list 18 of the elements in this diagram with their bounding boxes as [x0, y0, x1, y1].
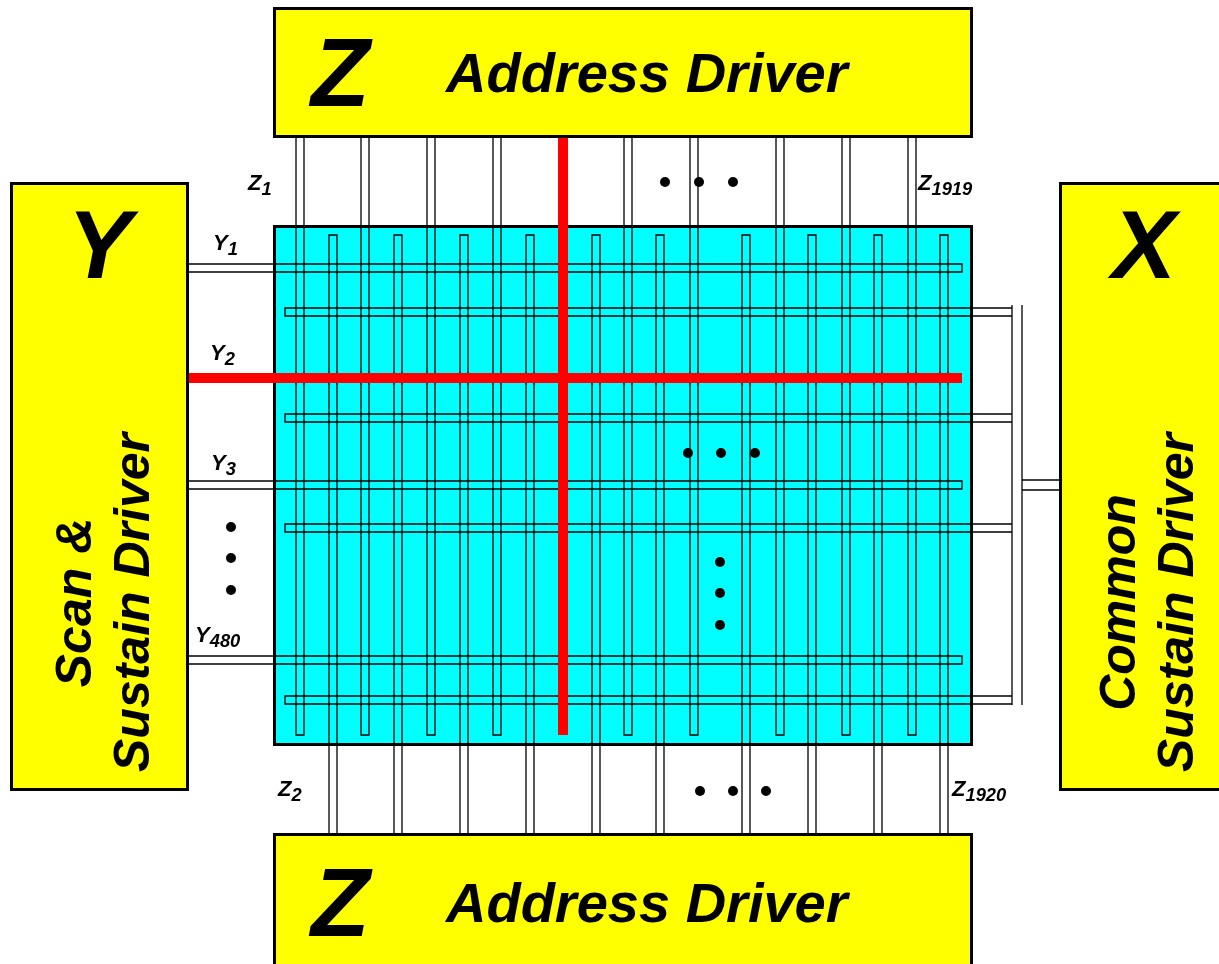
electrode-label: Z$_{1919}$	[918, 170, 973, 201]
driver-name: Common Sustain Driver	[1089, 402, 1205, 803]
electrode-label: Y$_{1}$	[213, 230, 238, 261]
driver-letter: Y	[13, 197, 186, 293]
electrode-label: Z$_{1920}$	[952, 776, 1007, 807]
driver-box	[1059, 182, 1219, 791]
driver-name: Address Driver	[446, 44, 848, 101]
driver-box	[10, 182, 189, 791]
driver-name: Address Driver	[446, 875, 848, 931]
electrode-label: Z$_{2}$	[278, 776, 302, 807]
driver-name: Scan & Sustain Driver	[45, 402, 160, 803]
driver-letter: X	[1062, 197, 1219, 293]
driver-box	[273, 7, 973, 138]
electrode-label: Y$_{3}$	[211, 450, 236, 481]
driver-box	[273, 833, 973, 964]
electrode-label: Z$_{1}$	[248, 170, 272, 201]
electrode-label: Y$_{2}$	[210, 340, 235, 371]
electrode-label: Y$_{480}$	[195, 622, 241, 653]
